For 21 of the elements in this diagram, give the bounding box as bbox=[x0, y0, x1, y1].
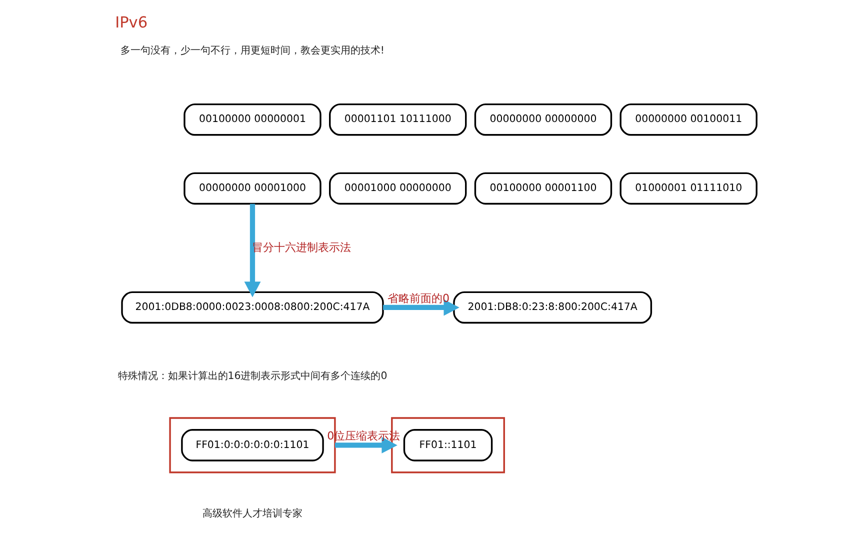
arrow bbox=[244, 204, 261, 298]
node-box: FF01:0:0:0:0:0:0:1101 bbox=[181, 429, 324, 462]
node-box: 00100000 00000001 bbox=[184, 103, 322, 136]
node-box: 2001:DB8:0:23:8:800:200C:417A bbox=[453, 291, 652, 324]
node-box: 00000000 00100011 bbox=[620, 103, 758, 136]
node-box: 00000000 00000000 bbox=[474, 103, 612, 136]
node-box: 00000000 00001000 bbox=[184, 172, 322, 205]
node-box: FF01::1101 bbox=[403, 429, 493, 462]
node-box: 2001:0DB8:0000:0023:0008:0800:200C:417A bbox=[121, 291, 384, 324]
cluster bbox=[169, 417, 336, 474]
node-box: 00001101 10111000 bbox=[329, 103, 467, 136]
arrow bbox=[383, 299, 460, 316]
node-box: 01000001 01111010 bbox=[620, 172, 758, 205]
diagram-title: IPv6 bbox=[115, 13, 148, 32]
label: 特殊情况：如果计算出的16进制表示形式中间有多个连续的0 bbox=[118, 370, 388, 382]
node-box: 00001000 00000000 bbox=[329, 172, 467, 205]
label: 高级软件人才培训专家 bbox=[202, 508, 302, 520]
edge-label: 省略前面的0 bbox=[387, 292, 450, 305]
cluster bbox=[391, 417, 505, 474]
label: 多一句没有，少一句不行，用更短时间，教会更实用的技术! bbox=[120, 45, 385, 56]
node-box: 00100000 00001100 bbox=[474, 172, 612, 205]
